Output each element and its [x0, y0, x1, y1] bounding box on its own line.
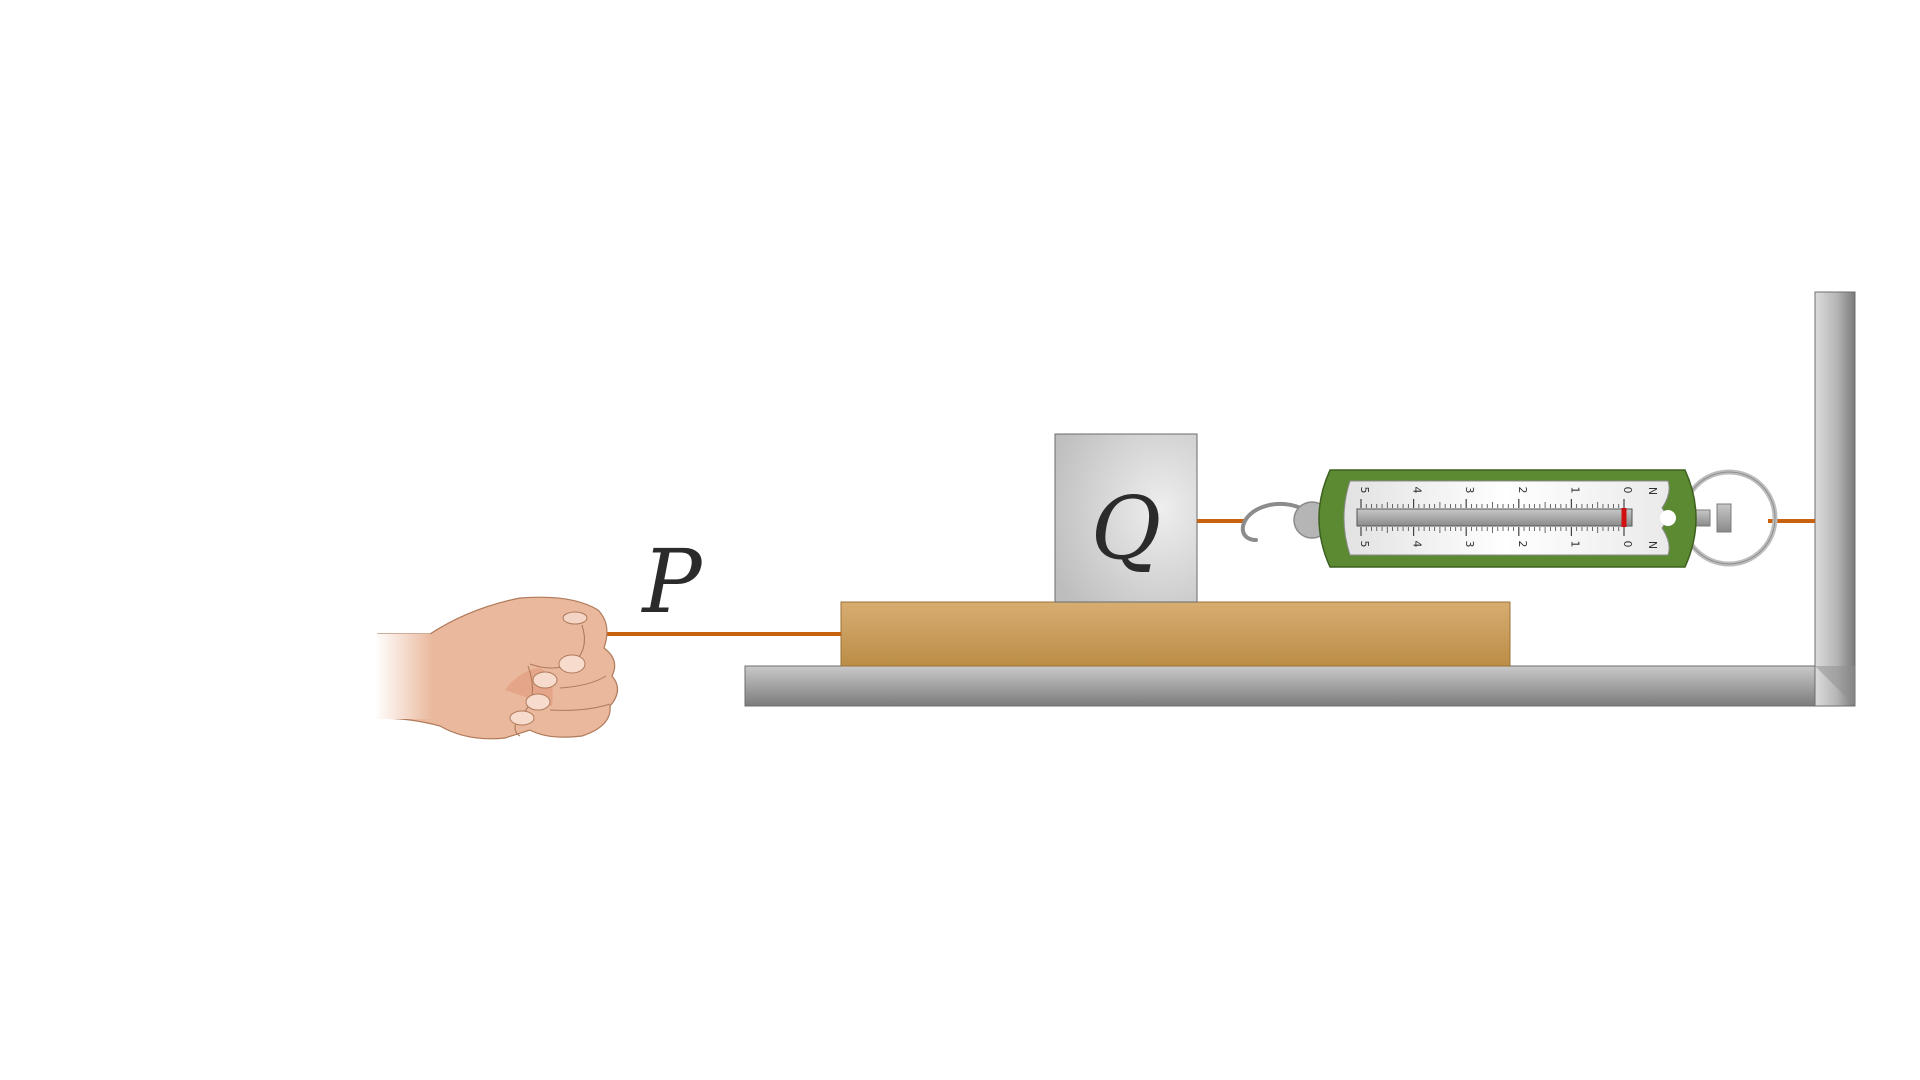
scale-label-1: 1 — [1568, 541, 1581, 548]
scale-numbers-top: 0 1 2 3 4 5 — [1358, 487, 1634, 494]
scale-label-0: 0 — [1621, 487, 1634, 494]
scale-label-4: 4 — [1411, 487, 1424, 494]
hand-pulling-icon — [375, 596, 619, 740]
spring-scale: 0 1 2 3 4 5 0 1 2 3 4 5 N N — [1240, 469, 1778, 568]
scale-label-3: 3 — [1463, 541, 1476, 548]
scale-numbers-bottom: 0 1 2 3 4 5 — [1358, 541, 1634, 548]
scale-label-2: 2 — [1516, 541, 1529, 548]
block-q-label: Q — [1091, 479, 1162, 579]
scale-ticks-bottom — [1360, 527, 1625, 536]
scale-label-3: 3 — [1463, 487, 1476, 494]
scale-unit-bottom: N — [1646, 541, 1659, 549]
scale-label-1: 1 — [1568, 487, 1581, 494]
spring-scale-rod — [1356, 508, 1633, 527]
block-q: Q — [1054, 433, 1198, 603]
scale-ticks-top — [1360, 499, 1625, 508]
spring-scale-pointer — [1621, 508, 1627, 527]
scale-label-4: 4 — [1411, 541, 1424, 548]
scale-unit-top: N — [1646, 487, 1659, 495]
stand — [744, 291, 1856, 707]
stand-post — [1814, 291, 1856, 707]
scale-label-5: 5 — [1358, 541, 1371, 548]
scale-label-2: 2 — [1516, 487, 1529, 494]
board-p-label: P — [640, 530, 703, 633]
scale-label-0: 0 — [1621, 541, 1634, 548]
board-p — [840, 601, 1511, 667]
scale-label-5: 5 — [1358, 487, 1371, 494]
stand-base — [744, 665, 1856, 707]
